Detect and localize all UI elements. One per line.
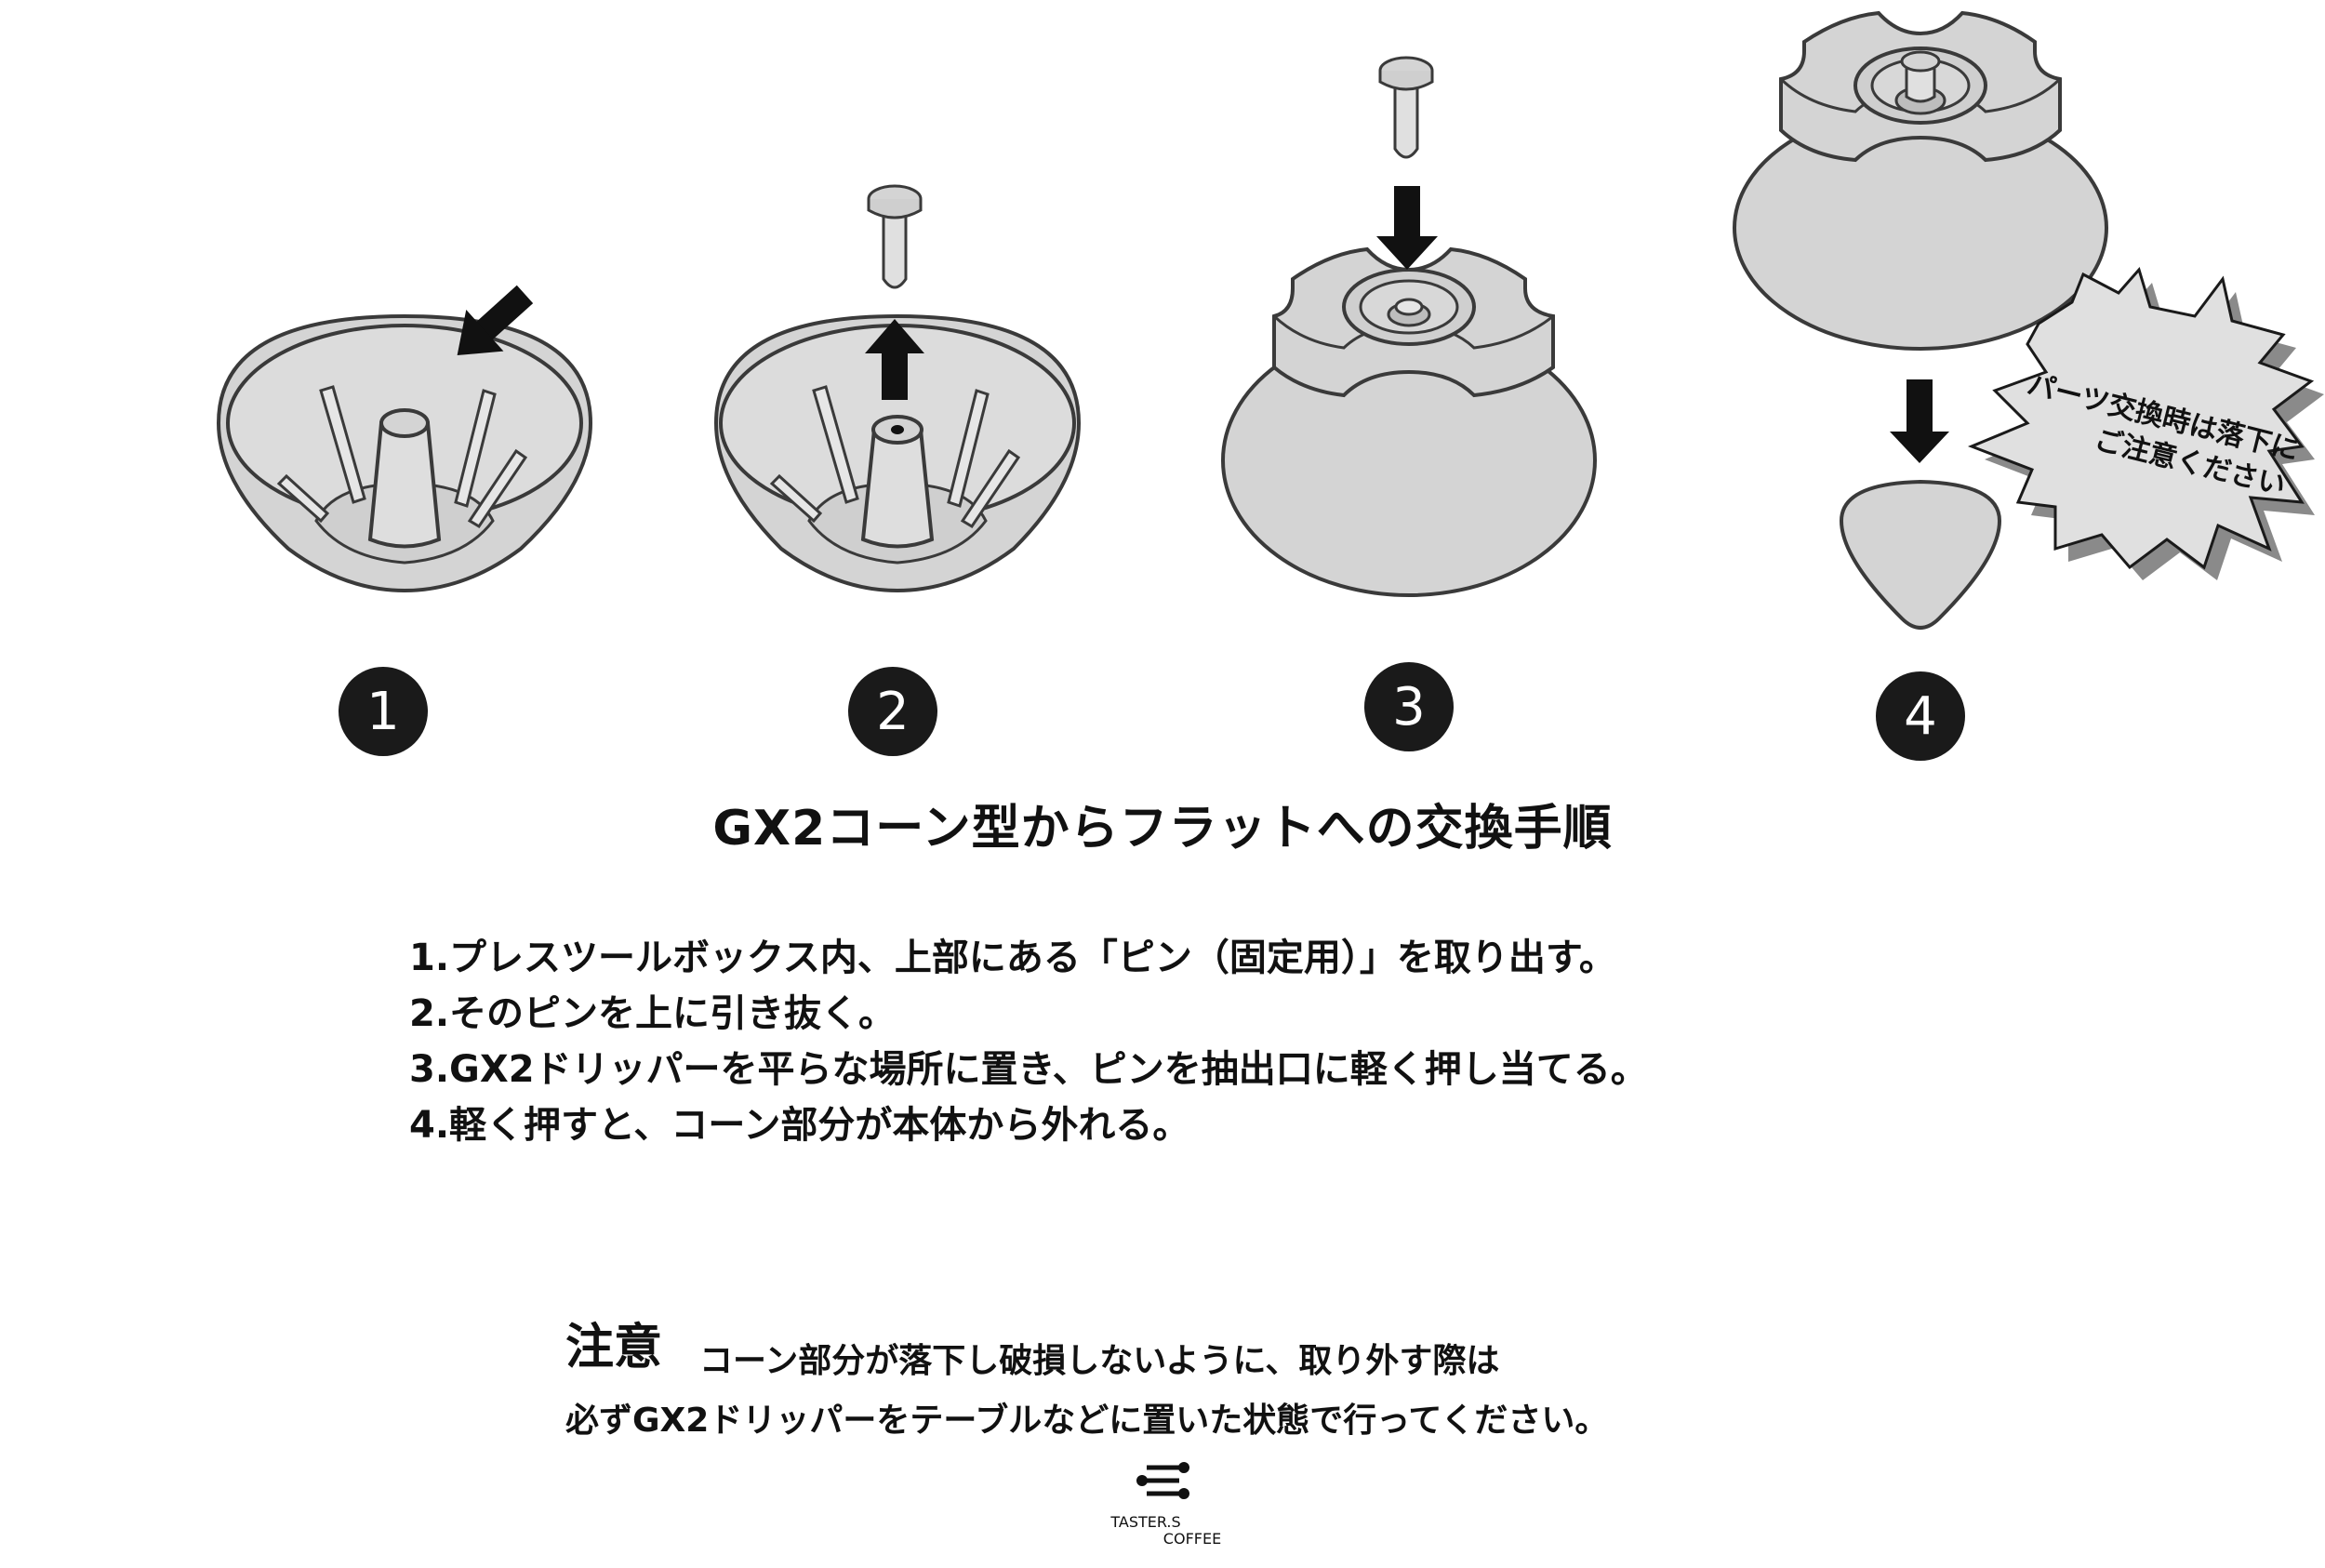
logo-line2: COFFEE	[1163, 1530, 1221, 1548]
down-left-arrow-icon	[457, 285, 534, 356]
step-badge-4-label: 4	[1904, 686, 1937, 747]
caution-text-line1: コーン部分が落下し破損しないように、取り外す際は	[699, 1342, 1500, 1380]
step-2-illustration	[713, 184, 1082, 593]
caution-text-line2: 必ずGX2ドリッパーをテーブルなどに置いた状態で行ってください。	[565, 1402, 1609, 1440]
tasters-coffee-logo: TASTER.S COFFEE	[1109, 1462, 1221, 1548]
step-badge-3-label: 3	[1392, 677, 1426, 737]
logo-mark-icon	[1136, 1462, 1189, 1499]
step-badge-1: 1	[339, 667, 428, 756]
pin	[1378, 56, 1434, 159]
caution-heading: 注意	[565, 1320, 663, 1375]
step-3-illustration	[1221, 56, 1597, 597]
step-text-4: 4.軽く押すと、コーン部分が本体から外れる。	[409, 1104, 1190, 1147]
step-badge-1-label: 1	[366, 682, 400, 742]
dripper-body	[1733, 105, 2108, 351]
step-text-1: 1.プレスツールボックス内、上部にある「ピン（固定用）」を取り出す。	[409, 937, 1616, 979]
step-badge-2-label: 2	[876, 682, 910, 742]
step-badge-4: 4	[1876, 671, 1965, 761]
step-text-2: 2.そのピンを上に引き抜く。	[409, 992, 897, 1035]
warning-burst: パーツ交換時は落下に ご注意ください	[1967, 266, 2324, 580]
step-badge-2: 2	[848, 667, 937, 756]
pin	[867, 184, 923, 289]
step-4-illustration	[1733, 10, 2108, 630]
detached-cone	[1839, 479, 2002, 630]
logo-line1: TASTER.S	[1109, 1513, 1180, 1531]
page-title: GX2コーン型からフラットへの交換手順	[712, 801, 1613, 857]
down-arrow-icon	[1890, 379, 1949, 463]
step-text-3: 3.GX2ドリッパーを平らな場所に置き、ピンを抽出口に軽く押し当てる。	[409, 1048, 1648, 1091]
instruction-steps: 1.プレスツールボックス内、上部にある「ピン（固定用）」を取り出す。 2.そのピ…	[409, 930, 1990, 1153]
step-badge-3: 3	[1364, 662, 1454, 751]
step-1-illustration	[216, 285, 593, 593]
down-arrow-icon	[1376, 186, 1438, 270]
up-arrow-icon	[865, 319, 924, 400]
warning-burst-shape	[1967, 266, 2315, 570]
